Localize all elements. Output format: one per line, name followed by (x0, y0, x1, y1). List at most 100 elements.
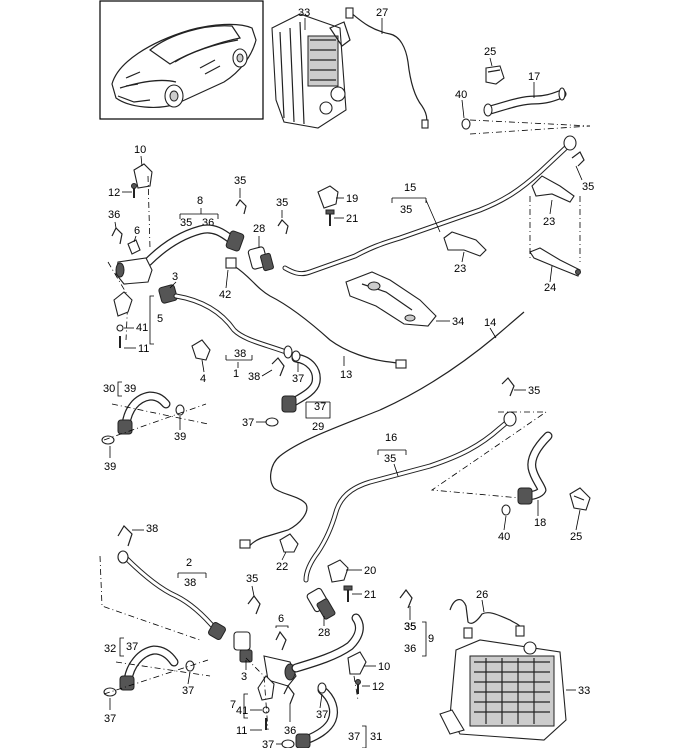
clamp-25-upper (485, 65, 505, 85)
coupling-3-upper (158, 284, 178, 304)
radiator-module-lower (439, 639, 567, 741)
clip-6-lower (275, 630, 287, 651)
callout-26: 26 (476, 589, 488, 601)
callout-23-upper: 23 (543, 216, 555, 228)
callout-15: 15 (404, 182, 416, 194)
ring-40-upper (461, 118, 471, 130)
callout-14: 14 (484, 317, 496, 329)
callout-37-of-32: 37 (126, 641, 138, 653)
clip-35-b (277, 219, 289, 235)
callout-39-c: 39 (104, 461, 116, 473)
callout-37-of-31: 37 (348, 731, 360, 743)
callout-38-b: 38 (248, 371, 260, 383)
callout-10-upper: 10 (134, 144, 146, 156)
callout-42: 42 (219, 289, 231, 301)
hose-32 (119, 645, 179, 691)
clamp-10-upper (133, 163, 153, 189)
callout-22: 22 (276, 561, 288, 573)
callout-38-of-2: 38 (184, 577, 196, 589)
radiator-module-upper (271, 13, 351, 129)
callout-21-upper: 21 (346, 213, 358, 225)
hose-8 (143, 224, 245, 267)
clamp-23-upper (531, 175, 575, 203)
callout-31: 31 (370, 731, 382, 743)
callout-37-b: 37 (242, 417, 254, 429)
clip-6-upper (127, 239, 141, 255)
hose-31 (295, 685, 339, 748)
callout-16: 16 (385, 432, 397, 444)
hose-18 (517, 431, 553, 505)
callout-20: 20 (364, 565, 376, 577)
callout-28-upper: 28 (253, 223, 265, 235)
coolant-pipe-16 (303, 411, 517, 583)
callout-17: 17 (528, 71, 540, 83)
ring-37-a (291, 350, 301, 362)
callout-4: 4 (200, 373, 206, 385)
bracket-24 (529, 247, 581, 277)
bolt-12-upper (131, 183, 137, 198)
callout-35-a: 35 (234, 175, 246, 187)
coolant-pipe-15 (282, 135, 577, 277)
callout-40-upper: 40 (455, 89, 467, 101)
ring-37-f (103, 687, 117, 697)
callout-12-upper: 12 (108, 187, 120, 199)
callout-37-a: 37 (292, 373, 304, 385)
callout-24: 24 (544, 282, 556, 294)
bracket-7 (257, 675, 275, 730)
callout-35-lower-b: 35 (404, 621, 416, 633)
hose-29 (281, 353, 321, 413)
connector-lower (263, 655, 297, 687)
ring-37-c (317, 682, 327, 694)
callout-12-lower: 12 (372, 681, 384, 693)
sensor-pipe-13 (225, 257, 407, 369)
callout-25-lower: 25 (570, 531, 582, 543)
clip-36-upper (111, 226, 123, 245)
callout-41-upper: 41 (136, 322, 148, 334)
callout-28-lower: 28 (318, 627, 330, 639)
callout-3-lower: 3 (241, 671, 247, 683)
callout-1: 1 (233, 368, 239, 380)
callout-3-upper: 3 (172, 271, 178, 283)
pipe-26 (449, 599, 525, 639)
callout-37-g: 37 (182, 685, 194, 697)
clip-35-lower-a (247, 595, 261, 615)
coupling-28-upper (247, 246, 274, 272)
callout-18: 18 (534, 517, 546, 529)
connector-upper-left (115, 257, 153, 285)
callout-37-of-29: 37 (314, 401, 326, 413)
clip-35-a (235, 199, 247, 215)
clamp-23-mid (443, 231, 487, 257)
bracket-34 (345, 271, 437, 327)
vehicle-thumbnail (99, 0, 264, 120)
callout-19: 19 (346, 193, 358, 205)
clip-36-lower (283, 684, 295, 705)
ring-39-b (101, 435, 115, 445)
callout-40-lower: 40 (498, 531, 510, 543)
callout-36-lower: 36 (284, 725, 296, 737)
sensor-cable (345, 7, 429, 129)
callout-29: 29 (312, 421, 324, 433)
callout-30: 30 (103, 383, 115, 395)
bracket-5-upper (113, 291, 133, 348)
callout-23-mid: 23 (454, 263, 466, 275)
callout-11-upper: 11 (138, 343, 149, 355)
callout-10-lower: 10 (378, 661, 390, 673)
callout-21-lower: 21 (364, 589, 376, 601)
callout-6-upper: 6 (134, 225, 140, 237)
ring-37-b (265, 417, 279, 427)
callout-7: 7 (230, 699, 236, 711)
bolt-12-lower (355, 679, 361, 694)
callout-33-lower: 33 (578, 685, 590, 697)
clip-20 (327, 559, 349, 583)
callout-5: 5 (157, 313, 163, 325)
callout-35-of-9: 35 (404, 621, 416, 633)
callout-36-of-9: 36 (404, 643, 416, 655)
callout-34: 34 (452, 316, 464, 328)
hose-9 (291, 613, 364, 673)
clamp-25-lower (569, 487, 591, 511)
bolt-21-upper (325, 209, 335, 226)
callout-35-of-8: 35 (180, 217, 192, 229)
clip-35-lower-b (399, 589, 413, 609)
callout-36-upper: 36 (108, 209, 120, 221)
